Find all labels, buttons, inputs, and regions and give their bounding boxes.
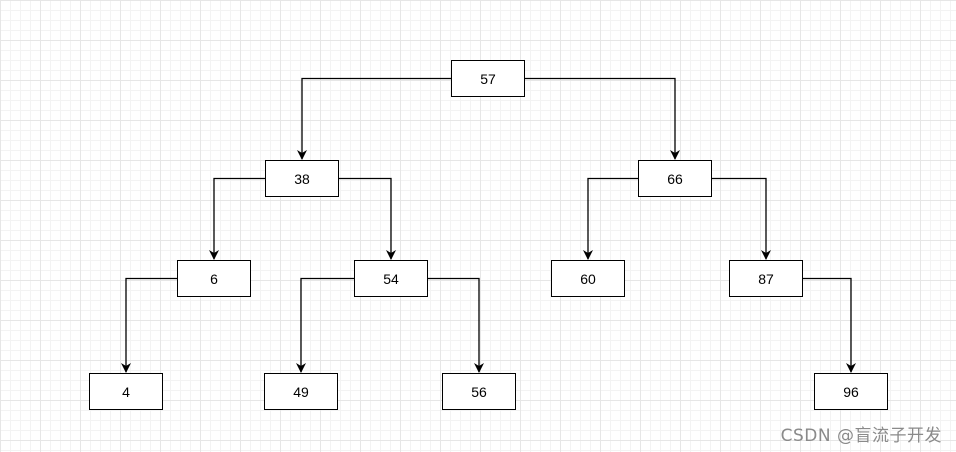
- tree-node-87: 87: [729, 260, 803, 297]
- node-label: 87: [758, 270, 774, 287]
- edge-n57-to-n38: [297, 77, 451, 160]
- node-label: 60: [580, 270, 596, 287]
- node-label: 49: [293, 383, 309, 400]
- tree-node-56: 56: [442, 373, 516, 410]
- edge-n54-to-n56: [428, 277, 484, 373]
- tree-node-38: 38: [265, 160, 339, 197]
- tree-node-96: 96: [814, 373, 888, 410]
- tree-node-49: 49: [264, 373, 338, 410]
- node-label: 54: [383, 270, 399, 287]
- tree-node-60: 60: [551, 260, 625, 297]
- node-label: 96: [843, 383, 859, 400]
- tree-node-66: 66: [638, 160, 712, 197]
- edge-n66-to-n87: [712, 177, 771, 260]
- edge-n66-to-n60: [583, 177, 638, 260]
- node-label: 6: [210, 270, 218, 287]
- node-label: 4: [122, 383, 130, 400]
- tree-node-6: 6: [177, 260, 251, 297]
- node-label: 56: [471, 383, 487, 400]
- tree-node-54: 54: [354, 260, 428, 297]
- edge-n87-to-n96: [803, 277, 856, 373]
- edge-n57-to-n66: [525, 77, 680, 160]
- tree-node-57: 57: [451, 60, 525, 97]
- watermark: CSDN @盲流子开发: [780, 426, 942, 446]
- edge-n54-to-n49: [296, 277, 354, 373]
- node-label: 57: [480, 70, 496, 87]
- edge-n38-to-n6: [209, 177, 265, 260]
- edge-n38-to-n54: [339, 177, 396, 260]
- node-label: 38: [294, 170, 310, 187]
- edge-n6-to-n4: [121, 277, 177, 373]
- node-label: 66: [667, 170, 683, 187]
- tree-node-4: 4: [89, 373, 163, 410]
